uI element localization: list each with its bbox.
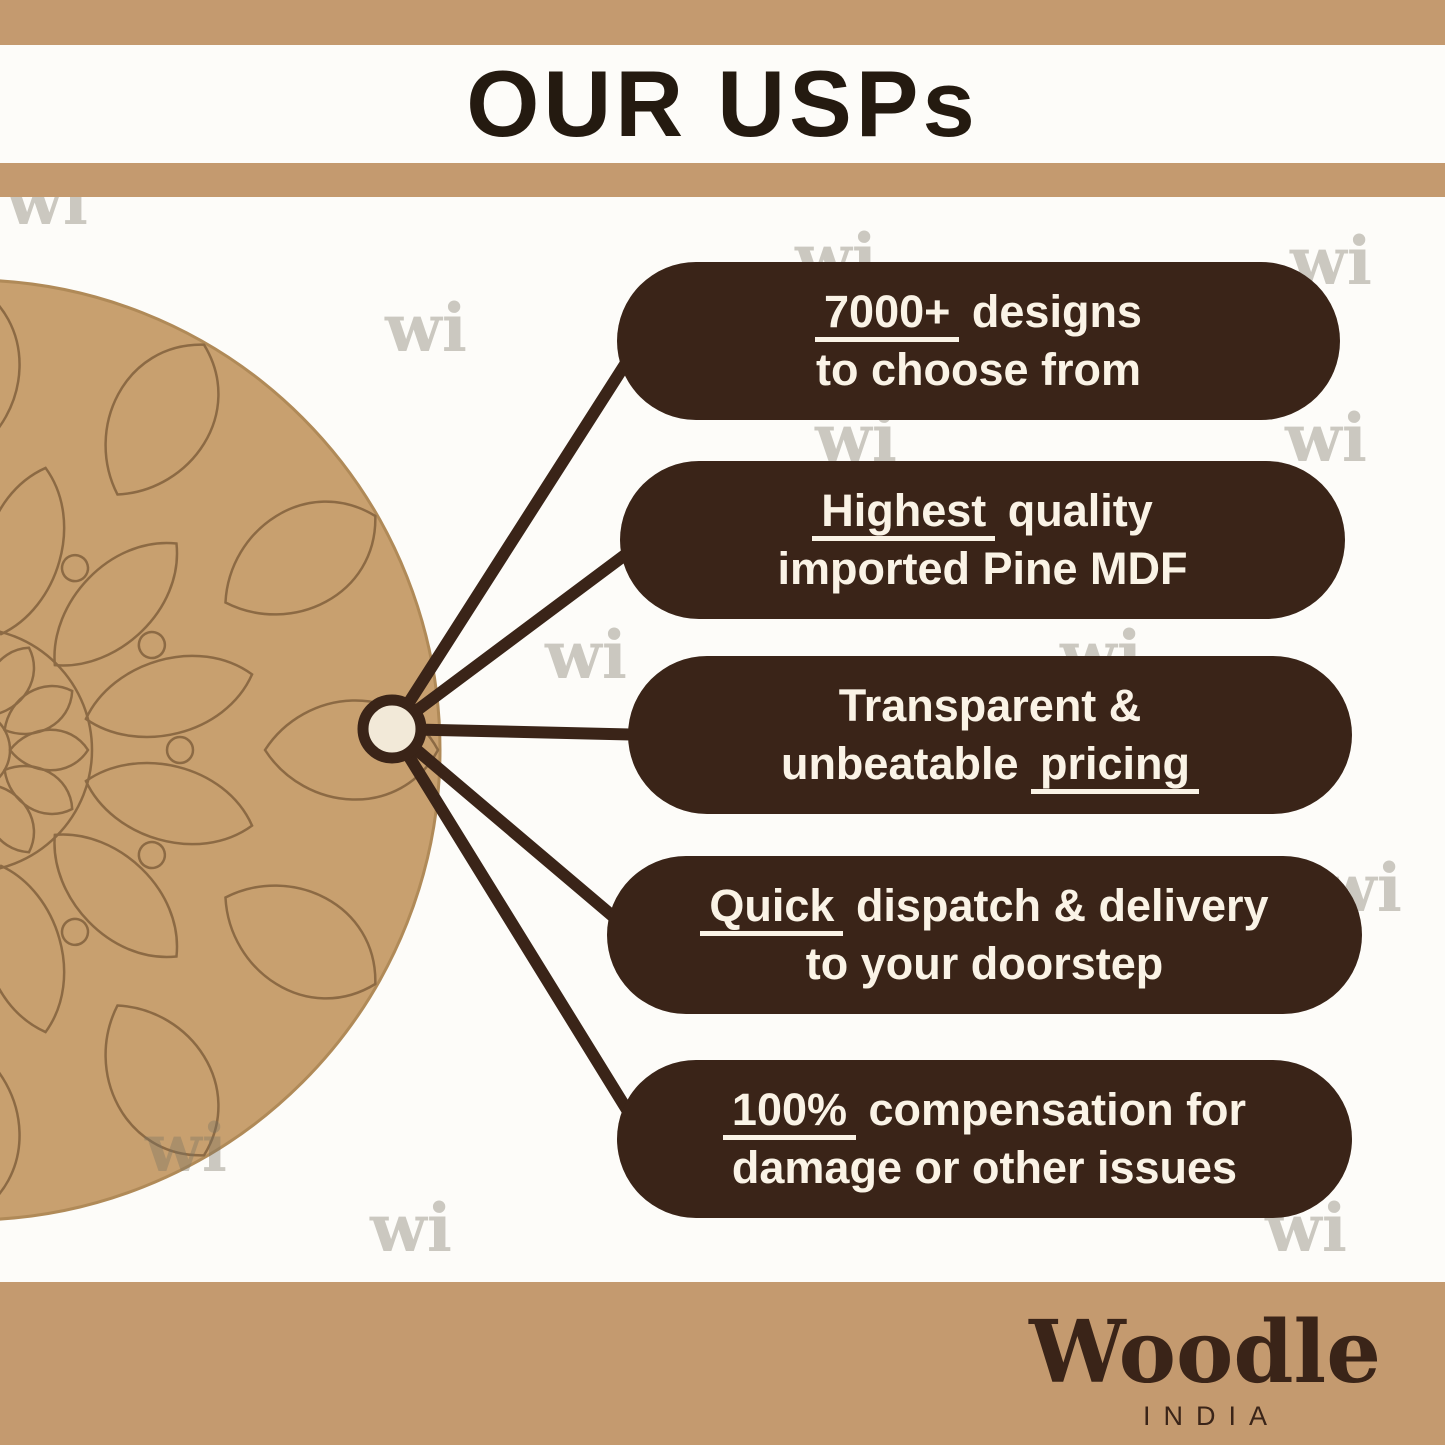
hub-node [357, 694, 427, 764]
mandala-line-art [0, 280, 440, 1220]
usp-text-line: imported Pine MDF [777, 540, 1187, 598]
usp-highlight-text: pricing [1031, 738, 1200, 794]
usp-text-line: to your doorstep [806, 935, 1164, 993]
usp-text: to your doorstep [805, 938, 1164, 989]
usp-text-line: Highest quality [812, 482, 1153, 541]
brand-watermark: wi [145, 1109, 227, 1187]
brand-watermark: wi [1285, 399, 1367, 477]
brand-logo: Woodle INDIA [1020, 1302, 1390, 1432]
usp-text: dispatch & delivery [843, 880, 1269, 931]
header-band: OUR USPs [0, 45, 1445, 163]
usp-text-line: Transparent & [839, 677, 1142, 735]
page-title: OUR USPs [466, 51, 979, 156]
usp-text-line: damage or other issues [732, 1139, 1237, 1197]
brand-name: Woodle [1029, 1302, 1381, 1403]
usp-text: compensation for [856, 1084, 1247, 1135]
usp-text-line: Quick dispatch & delivery [700, 877, 1269, 936]
usp-pill: Transparent &unbeatable pricing [628, 656, 1352, 814]
top-band [0, 0, 1445, 45]
usp-highlight-text: 7000+ [815, 286, 960, 342]
brand-watermark: wi [385, 289, 467, 367]
usp-highlight-text: Highest [812, 485, 996, 541]
usp-text: quality [995, 485, 1153, 536]
brand-watermark: wi [370, 1189, 452, 1267]
usp-text: imported Pine MDF [777, 543, 1188, 594]
board-circle [0, 279, 442, 1221]
usp-text-line: 100% compensation for [722, 1081, 1247, 1140]
usp-text: to choose from [815, 344, 1142, 395]
usp-text: damage or other issues [731, 1142, 1238, 1193]
usp-highlight-text: 100% [722, 1084, 857, 1140]
usp-text-line: unbeatable pricing [780, 735, 1200, 794]
usp-text-line: 7000+ designs [815, 283, 1142, 342]
usp-text-line: to choose from [816, 341, 1141, 399]
usp-text: Transparent & [838, 680, 1142, 731]
usp-text: unbeatable [780, 738, 1032, 789]
brand-country: INDIA [1142, 1401, 1280, 1431]
brand-watermark: wi [545, 616, 627, 694]
bottom-band [0, 1282, 1445, 1445]
usp-highlight-text: Quick [700, 880, 844, 936]
mid-band [0, 163, 1445, 197]
usp-text: designs [959, 286, 1142, 337]
